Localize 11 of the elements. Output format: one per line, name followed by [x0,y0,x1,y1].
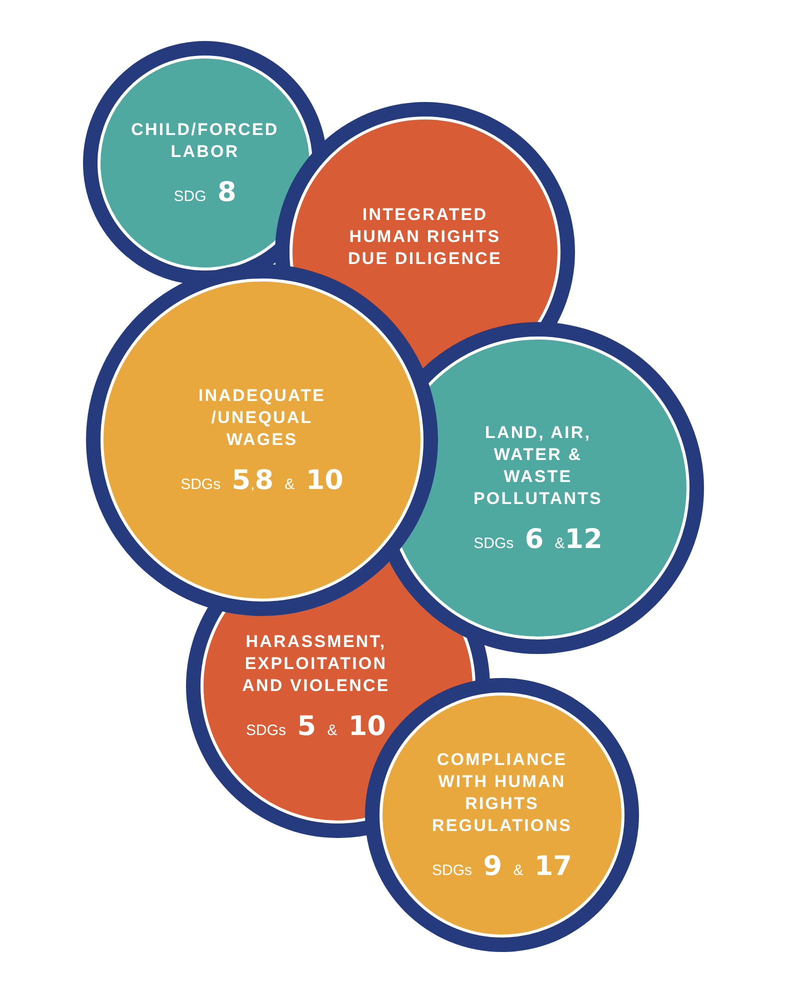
topic-title: HARASSMENT, EXPLOITATION AND VIOLENCE [241,630,391,696]
topic-title: INTEGRATED HUMAN RIGHTS DUE DILIGENCE [347,204,503,270]
topic-title: INADEQUATE /UNEQUAL WAGES [197,384,327,450]
sdg-label: SDGs 5,8 & 10 [180,464,344,496]
sdg-label: SDG 8 [174,176,236,208]
topic-title: COMPLIANCE WITH HUMAN RIGHTS REGULATIONS [430,748,574,836]
sdg-label: SDGs 6 &12 [474,524,602,554]
topic-title: LAND, AIR, WATER & WASTE POLLUTANTS [472,422,604,510]
topic-title: CHILD/FORCED LABOR [130,118,280,162]
sdg-label: SDGs 9 & 17 [432,850,572,882]
sdg-label: SDGs 5 & 10 [246,710,386,742]
